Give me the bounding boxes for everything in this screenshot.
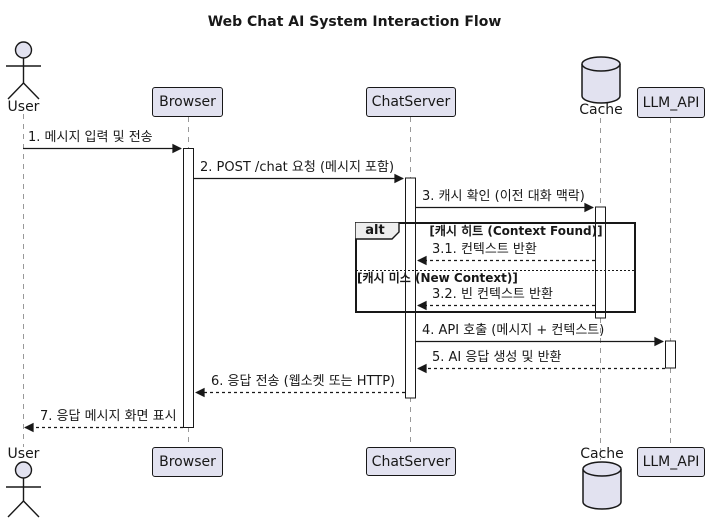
alt-operator-pentagon — [355, 222, 400, 240]
participant-browser-label-bottom: Browser — [159, 454, 216, 470]
database-cache-label-top: Cache — [579, 102, 623, 118]
activation-llm-api — [665, 340, 676, 369]
alt-fragment-frame — [355, 222, 636, 313]
database-cache-label-bottom: Cache — [580, 446, 624, 462]
message-1-label: 1. 메시지 입력 및 전송 — [28, 130, 153, 145]
alt-operator-label: alt — [365, 223, 385, 238]
message-5-label: 5. AI 응답 생성 및 반환 — [432, 350, 562, 365]
message-3-1-label: 3.1. 컨텍스트 반환 — [432, 242, 537, 257]
user-actor-icon-bottom — [6, 461, 41, 518]
participant-llm-api-label-bottom: LLM_API — [642, 454, 700, 470]
cache-database-icon — [581, 56, 621, 104]
participant-browser-top: Browser — [152, 87, 223, 117]
actor-user-label-bottom: User — [7, 446, 40, 462]
user-actor-icon — [6, 41, 41, 100]
diagram-title: Web Chat AI System Interaction Flow — [207, 14, 502, 30]
participant-llm-api-label: LLM_API — [642, 94, 700, 111]
participant-chatserver-label: ChatServer — [371, 94, 451, 110]
participant-browser-label: Browser — [159, 94, 216, 110]
alt-guard-cache-miss: [캐시 미스 (New Context)] — [357, 271, 518, 285]
message-arrows — [23, 143, 665, 433]
message-2-label: 2. POST /chat 요청 (메시지 포함) — [200, 160, 395, 175]
participant-browser-bottom: Browser — [152, 447, 223, 477]
activation-browser — [183, 148, 194, 428]
participant-chatserver-top: ChatServer — [366, 87, 456, 117]
alt-guard-cache-hit: [캐시 히트 (Context Found)] — [429, 224, 603, 238]
participant-llm-api-top: LLM_API — [637, 87, 705, 118]
actor-user-label-top: User — [7, 99, 40, 115]
participant-llm-api-bottom: LLM_API — [637, 447, 705, 477]
activation-bars — [183, 148, 676, 428]
participant-chatserver-label-bottom: ChatServer — [371, 453, 451, 470]
message-3-2-label: 3.2. 빈 컨텍스트 반환 — [432, 287, 553, 302]
message-4-label: 4. API 호출 (메시지 + 컨텍스트) — [422, 323, 605, 338]
message-6-label: 6. 응답 전송 (웹소켓 또는 HTTP) — [211, 374, 396, 389]
participant-chatserver-bottom: ChatServer — [366, 447, 456, 476]
message-7-label: 7. 응답 메시지 화면 표시 — [40, 409, 177, 424]
message-3-label: 3. 캐시 확인 (이전 대화 맥락) — [422, 189, 585, 204]
cache-database-icon-bottom — [582, 461, 622, 510]
activation-chatserver — [405, 177, 416, 399]
activation-cache — [595, 206, 606, 319]
